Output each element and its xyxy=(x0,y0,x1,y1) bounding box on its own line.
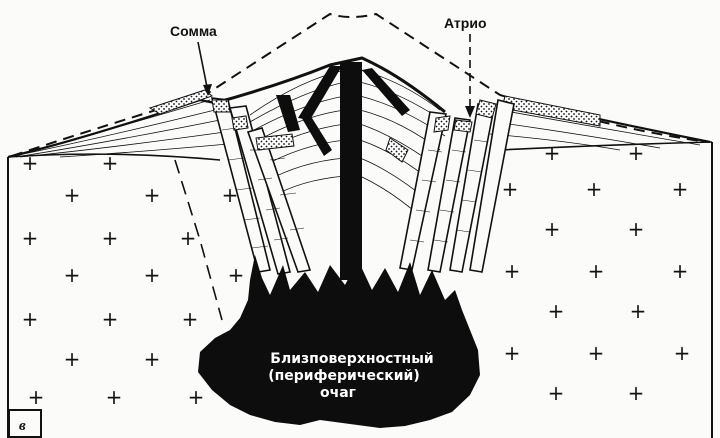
svg-text:+: + xyxy=(102,307,119,331)
svg-text:+: + xyxy=(628,217,645,241)
svg-text:+: + xyxy=(22,307,39,331)
svg-text:+: + xyxy=(64,183,81,207)
right-tuff-band xyxy=(502,96,600,126)
chamber-label-line1: Близповерхностный xyxy=(270,351,433,367)
svg-text:+: + xyxy=(102,151,119,175)
svg-text:+: + xyxy=(672,259,689,283)
svg-text:+: + xyxy=(144,183,161,207)
svg-text:+: + xyxy=(548,299,565,323)
atrio-arrowhead xyxy=(465,106,475,118)
svg-text:+: + xyxy=(222,183,239,207)
somma-label: Сомма xyxy=(170,23,217,39)
svg-text:+: + xyxy=(672,177,689,201)
basement-plus-marks-right: + + + + + + + + + + + + + + + + + xyxy=(502,141,691,405)
atrio-label: Атрио xyxy=(444,15,487,31)
svg-text:+: + xyxy=(504,259,521,283)
svg-text:+: + xyxy=(188,385,205,409)
svg-text:+: + xyxy=(144,347,161,371)
somma-arrow xyxy=(198,42,208,92)
svg-text:+: + xyxy=(544,141,561,165)
svg-text:+: + xyxy=(588,341,605,365)
chamber-label-line2: (периферический) xyxy=(268,368,420,384)
svg-text:+: + xyxy=(548,381,565,405)
svg-text:+: + xyxy=(64,263,81,287)
basement-top-right xyxy=(500,142,712,150)
svg-text:+: + xyxy=(144,263,161,287)
svg-text:+: + xyxy=(628,381,645,405)
svg-text:+: + xyxy=(180,226,197,250)
svg-text:+: + xyxy=(182,307,199,331)
svg-text:+: + xyxy=(504,341,521,365)
svg-text:+: + xyxy=(630,299,647,323)
svg-text:+: + xyxy=(228,263,245,287)
svg-text:+: + xyxy=(106,385,123,409)
svg-text:+: + xyxy=(502,177,519,201)
svg-text:+: + xyxy=(588,259,605,283)
chamber-label-line3: очаг xyxy=(320,385,356,401)
svg-text:+: + xyxy=(22,151,39,175)
svg-text:+: + xyxy=(28,385,45,409)
svg-text:+: + xyxy=(544,217,561,241)
figure-letter: в xyxy=(19,418,26,434)
svg-text:+: + xyxy=(64,347,81,371)
svg-text:+: + xyxy=(22,226,39,250)
svg-text:+: + xyxy=(586,177,603,201)
svg-text:+: + xyxy=(628,141,645,165)
svg-text:+: + xyxy=(102,226,119,250)
svg-text:+: + xyxy=(674,341,691,365)
